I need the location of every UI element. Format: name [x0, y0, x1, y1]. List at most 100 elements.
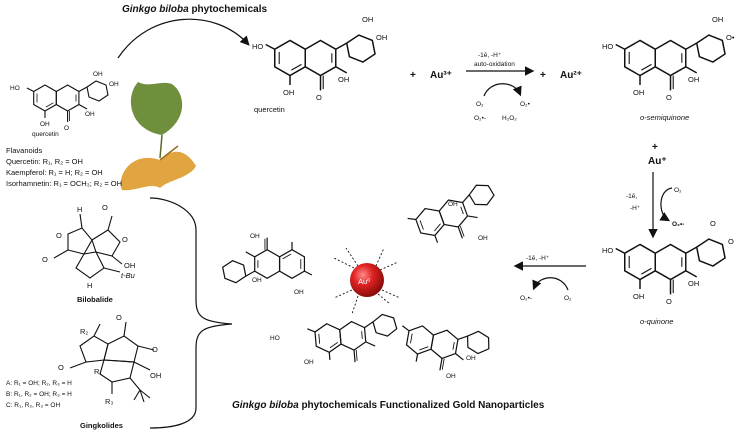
- quercetin-atoms: HO OH O OH OH OH: [252, 15, 387, 102]
- svg-text:t-Bu: t-Bu: [121, 271, 136, 280]
- svg-text:OH: OH: [294, 289, 304, 296]
- semiquinone-label: o-semiquinone: [640, 113, 689, 122]
- ginkgolide-legend: A: R₁ = OH; R₂, R₃ = H B: R₁, R₂ = OH; R…: [6, 380, 72, 409]
- svg-text:OH: OH: [446, 373, 456, 380]
- step2-proton-label: -H⁺: [630, 205, 641, 212]
- svg-text:O₂•-: O₂•-: [474, 115, 486, 122]
- svg-text:OH: OH: [448, 201, 458, 208]
- svg-text:OH: OH: [283, 88, 294, 97]
- step1-electron-label: -1ē, -H⁺: [478, 52, 502, 59]
- step3-electron-label: -1ē, -H⁺: [526, 255, 550, 262]
- svg-text:OH: OH: [633, 292, 644, 301]
- svg-text:Kaempferol: R₁ = H; R₂ = OH: Kaempferol: R₁ = H; R₂ = OH: [6, 168, 103, 177]
- svg-text:H₂O₂: H₂O₂: [502, 115, 517, 122]
- figure-title: Ginkgo biloba phytochemicals: [122, 4, 267, 15]
- small-quercetin-label: quercetin: [32, 131, 59, 138]
- nanoparticle-cluster: Au⁰ OH OH OH OH OH HO OH OH OH: [222, 180, 505, 380]
- svg-text:Quercetin: R₁, R₂ = OH: Quercetin: R₁, R₂ = OH: [6, 157, 83, 166]
- svg-text:O•: O•: [726, 33, 735, 42]
- svg-text:O₂: O₂: [564, 295, 572, 302]
- svg-text:OH: OH: [109, 81, 119, 88]
- svg-text:R₃: R₃: [105, 397, 113, 406]
- svg-text:O₂: O₂: [674, 187, 682, 194]
- svg-text:O: O: [728, 237, 734, 246]
- svg-text:OH: OH: [633, 88, 644, 97]
- svg-text:OH: OH: [466, 355, 476, 362]
- au1-ion: Au⁺: [648, 156, 667, 167]
- svg-text:HO: HO: [602, 42, 613, 51]
- step1-side-arrow: [483, 83, 522, 97]
- semiquinone-structure: [614, 34, 726, 92]
- svg-text:A: R₁ = OH; R₂, R₃ = H: A: R₁ = OH; R₂, R₃ = H: [6, 380, 72, 387]
- bilobalide-structure: H O O O O OH t-Bu H: [42, 203, 136, 290]
- svg-text:OH: OH: [252, 277, 262, 284]
- svg-text:O: O: [56, 231, 62, 240]
- au3-ion: Au³⁺: [430, 70, 452, 81]
- quinone-structure: [614, 238, 726, 296]
- svg-text:OH: OH: [124, 261, 135, 270]
- ginkgolides-label: Gingkolides: [80, 421, 123, 430]
- svg-text:O: O: [666, 297, 672, 306]
- gold-core-label: Au⁰: [358, 277, 370, 286]
- plus-sign-2: +: [540, 70, 546, 81]
- svg-text:OH: OH: [376, 33, 387, 42]
- curved-arrow-top: [117, 18, 250, 59]
- svg-text:H: H: [77, 205, 82, 214]
- svg-text:O: O: [64, 125, 69, 132]
- quercetin-structure: [264, 34, 376, 92]
- svg-text:O: O: [116, 313, 122, 322]
- svg-text:Isorhamnetin: R₁ = OCH₃; R₂ =: Isorhamnetin: R₁ = OCH₃; R₂ = OH: [6, 179, 122, 188]
- svg-text:OH: OH: [250, 233, 260, 240]
- ginkgo-leaf-image: [120, 82, 196, 191]
- flavanoid-legend: Flavanoids Quercetin: R₁, R₂ = OH Kaempf…: [6, 146, 122, 188]
- svg-text:OH: OH: [150, 371, 161, 380]
- svg-text:R₂: R₂: [80, 327, 88, 336]
- gold-core: [350, 263, 384, 297]
- step3-side-arrow: [532, 277, 569, 291]
- svg-text:OH: OH: [688, 75, 699, 84]
- svg-text:O: O: [710, 219, 716, 228]
- step2-side-arrow: [659, 187, 673, 222]
- svg-text:OH: OH: [338, 75, 349, 84]
- ginkgolide-structure: R₂ O R₁ R₃ O OH O: [58, 313, 161, 406]
- svg-text:R₁: R₁: [94, 367, 102, 376]
- svg-text:HO: HO: [252, 42, 263, 51]
- svg-text:OH: OH: [304, 359, 314, 366]
- au2-ion: Au²⁺: [560, 70, 582, 81]
- svg-text:HO: HO: [10, 85, 20, 92]
- nanoparticle-caption: Ginkgo biloba phytochemicals Functionali…: [232, 400, 545, 411]
- small-quercetin-structure: HO OH O OH OH OH: [10, 71, 119, 132]
- quercetin-label: quercetin: [254, 105, 285, 114]
- svg-text:O: O: [666, 93, 672, 102]
- svg-text:OH: OH: [93, 71, 103, 78]
- svg-text:O₂•-: O₂•-: [520, 295, 532, 302]
- svg-text:O₂•-: O₂•-: [672, 221, 684, 228]
- svg-text:OH: OH: [362, 15, 373, 24]
- svg-text:OH: OH: [712, 15, 723, 24]
- svg-text:O: O: [58, 363, 64, 372]
- quinone-atoms: HO OH O OH O O: [602, 219, 734, 306]
- svg-text:HO: HO: [602, 246, 613, 255]
- svg-text:OH: OH: [40, 121, 50, 128]
- bilobalide-label: Bilobalide: [77, 295, 113, 304]
- quinone-label: o-quinone: [640, 317, 673, 326]
- svg-text:O: O: [102, 203, 108, 212]
- svg-text:Flavanoids: Flavanoids: [6, 146, 43, 155]
- svg-text:OH: OH: [85, 111, 95, 118]
- svg-text:H: H: [87, 281, 92, 290]
- svg-text:OH: OH: [688, 279, 699, 288]
- svg-text:C: R₁, R₂, R₃ = OH: C: R₁, R₂, R₃ = OH: [6, 402, 60, 409]
- grouping-bracket: [149, 197, 233, 429]
- step2-electron-label: -1ē,: [626, 193, 637, 200]
- svg-text:B: R₁, R₂ = OH; R₃ = H: B: R₁, R₂ = OH; R₃ = H: [6, 391, 72, 398]
- svg-text:O₂•: O₂•: [520, 101, 531, 108]
- svg-text:O: O: [316, 93, 322, 102]
- svg-text:O: O: [122, 235, 128, 244]
- svg-text:O: O: [42, 255, 48, 264]
- plus-sign-1: +: [410, 70, 416, 81]
- semiquinone-atoms: HO OH O OH OH O•: [602, 15, 735, 102]
- step1-autooxidation-label: auto-oxidation: [474, 61, 515, 68]
- plus-sign-3: +: [652, 142, 658, 153]
